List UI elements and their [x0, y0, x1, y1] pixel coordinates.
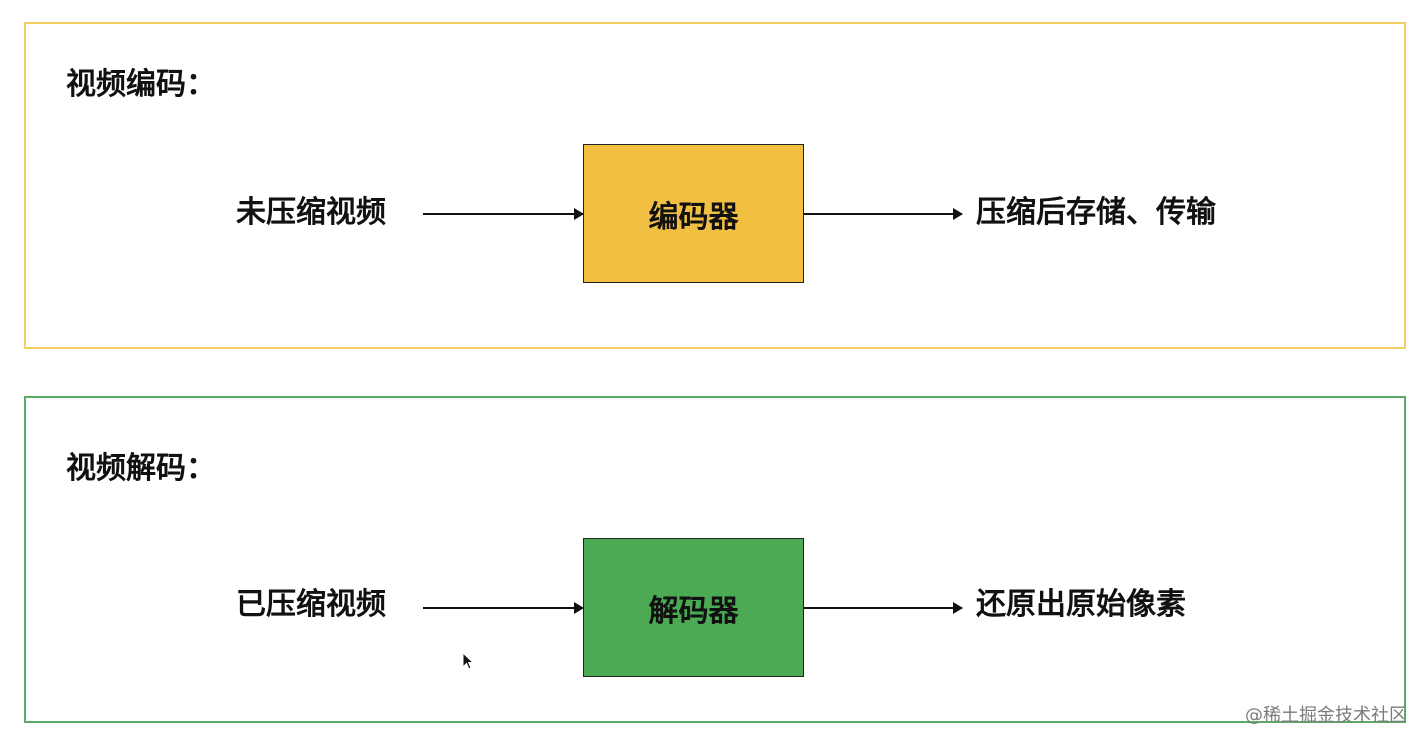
encoding-output-label: 压缩后存储、传输: [976, 195, 1216, 230]
decoding-title: 视频解码：: [66, 451, 216, 486]
encoder-label: 编码器: [648, 199, 739, 235]
decoding-flow: 已压缩视频 解码器 还原出原始像素: [26, 398, 1404, 721]
video-decoding-panel: 视频解码： 已压缩视频 解码器 还原出原始像素: [24, 396, 1406, 723]
video-encoding-panel: 视频编码： 未压缩视频 编码器 压缩后存储、传输: [24, 22, 1406, 349]
encoding-flow: 未压缩视频 编码器 压缩后存储、传输: [26, 24, 1404, 347]
mouse-pointer-icon: [462, 652, 474, 670]
decoding-input-arrow-icon: [423, 602, 584, 614]
encoding-input-arrow-icon: [423, 208, 584, 220]
encoding-title: 视频编码：: [66, 67, 216, 102]
encoder-box: 编码器: [583, 144, 804, 283]
encoding-input-label: 未压缩视频: [236, 195, 386, 230]
decoding-output-arrow-icon: [804, 602, 963, 614]
decoding-input-label: 已压缩视频: [236, 587, 386, 622]
decoder-box: 解码器: [583, 538, 804, 677]
watermark: @稀土掘金技术社区: [1245, 705, 1407, 726]
decoding-output-label: 还原出原始像素: [976, 587, 1186, 622]
decoder-label: 解码器: [648, 593, 739, 629]
encoding-output-arrow-icon: [804, 208, 963, 220]
